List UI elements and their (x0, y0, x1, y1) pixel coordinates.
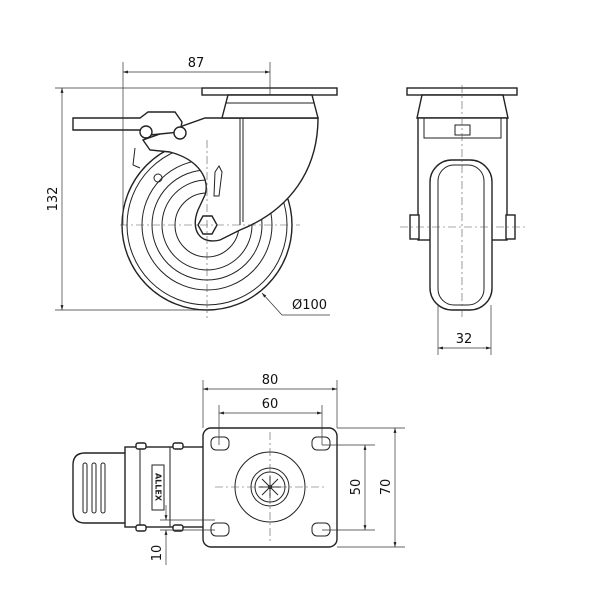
top-view: ALLEX 80 60 50 70 (72, 373, 405, 565)
swivel-housing (221, 94, 319, 119)
brake-symbol-icon (213, 165, 223, 197)
slot-hole (311, 436, 331, 451)
front-view: 32 (400, 85, 525, 355)
brand-logo: ALLEX (154, 473, 163, 502)
brake-pedal (72, 452, 136, 524)
dim-hole-spacing-width-label: 50 (349, 479, 364, 496)
dim-height-label: 132 (46, 187, 61, 212)
front-wheel (429, 159, 493, 311)
top-plate (201, 87, 338, 96)
dim-plate-width-label: 70 (379, 479, 394, 496)
slot-hole (311, 522, 331, 537)
brake-lever (72, 111, 183, 136)
dim-hole-spacing-length-label: 60 (262, 397, 279, 412)
dim-wheel-diameter-label: Ø100 (292, 298, 327, 313)
fork (141, 117, 319, 242)
dim-brake-offset-label: 10 (150, 545, 165, 562)
dim-wheel-width-label: 32 (456, 332, 473, 347)
slot-hole (210, 522, 230, 537)
dim-plate-length-label: 80 (262, 373, 279, 388)
side-view: 87 132 Ø100 (46, 56, 338, 318)
slot-hole (210, 436, 230, 451)
dim-offset-label: 87 (188, 56, 205, 71)
